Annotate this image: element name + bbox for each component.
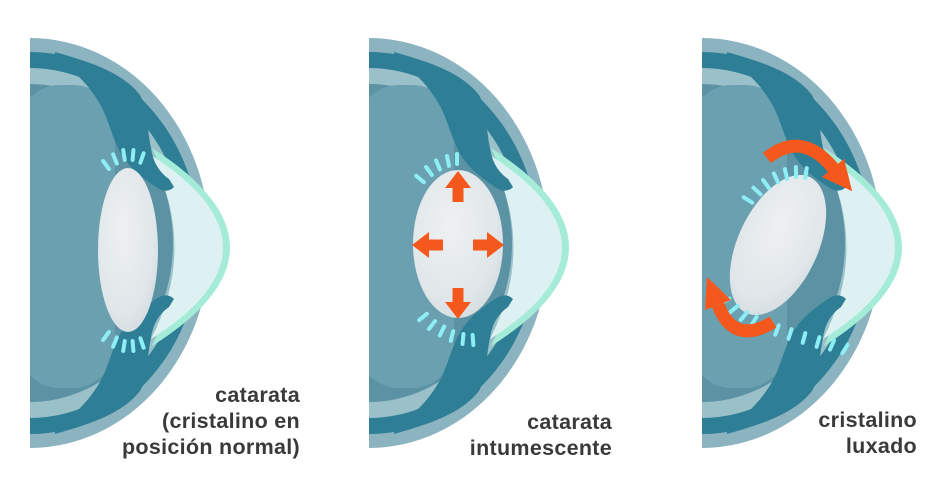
rotation-arrow-bottom-icon [705,277,777,338]
zonule-fibers-top-broken [741,165,809,205]
caption-line: intumescente [469,436,612,460]
caption-line: posición normal) [121,435,300,459]
lens [98,168,158,332]
caption-line: luxado [845,434,917,458]
panel-catarata-normal: catarata (cristalino en posición normal) [0,0,316,492]
lens-luxated [729,174,827,316]
caption-line: cristalino [818,408,917,432]
eye-normal-illustration [0,0,316,492]
caption-line: (cristalino en [161,409,300,433]
panel-caption: cristalino luxado [818,407,917,459]
zonule-fibers-bottom [417,311,476,347]
panel-catarata-intumescente: catarata intumescente [320,0,630,492]
lens-swollen [413,170,503,318]
caption-line: catarata [215,383,300,407]
panel-caption: catarata intumescente [470,409,612,461]
zonule-fibers-top [101,148,146,172]
eye-intumescent-illustration [320,0,630,492]
panel-caption: catarata (cristalino en posición normal) [122,382,300,460]
caption-line: catarata [527,410,612,434]
panel-cristalino-luxado: cristalino luxado [630,0,948,492]
rotation-arrow-top-icon [762,139,852,191]
zonule-fibers-bottom [101,329,146,353]
eye-luxated-illustration [630,0,948,492]
zonule-fibers-top [414,152,459,185]
